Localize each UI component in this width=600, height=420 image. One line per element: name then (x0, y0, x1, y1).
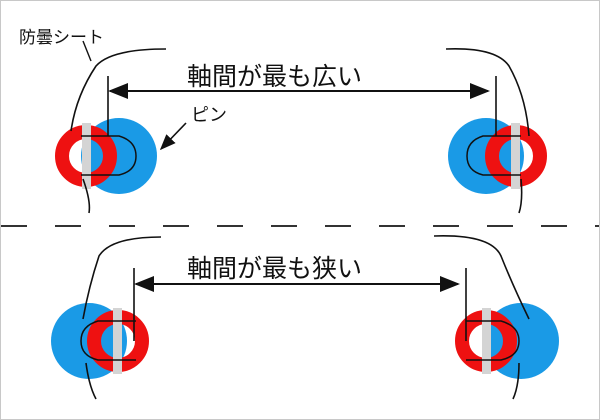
ring-strip (482, 308, 491, 374)
narrowest-axle-title: 軸間が最も狭い (187, 254, 363, 283)
pin-label: ピン (191, 105, 227, 126)
anti-fog-sheet-label: 防曇シート (19, 28, 104, 48)
ring-strip (82, 123, 91, 189)
pin-leader-arrow (159, 122, 187, 151)
sheet-curve-top-right (445, 48, 530, 214)
widest-axle-title: 軸間が最も広い (187, 62, 363, 91)
sheet-curve-bottom-left (82, 236, 162, 400)
ring-strip (113, 308, 122, 374)
ring-strip (511, 123, 520, 189)
sheet-curve-top-left (70, 48, 167, 214)
sheet-curve-bottom-right (433, 235, 530, 400)
top-left-wheel (55, 118, 157, 194)
bottom-left-wheel (51, 303, 149, 379)
bottom-right-wheel (455, 303, 559, 379)
sheet-leader-line (82, 40, 92, 62)
top-right-wheel (448, 118, 547, 194)
